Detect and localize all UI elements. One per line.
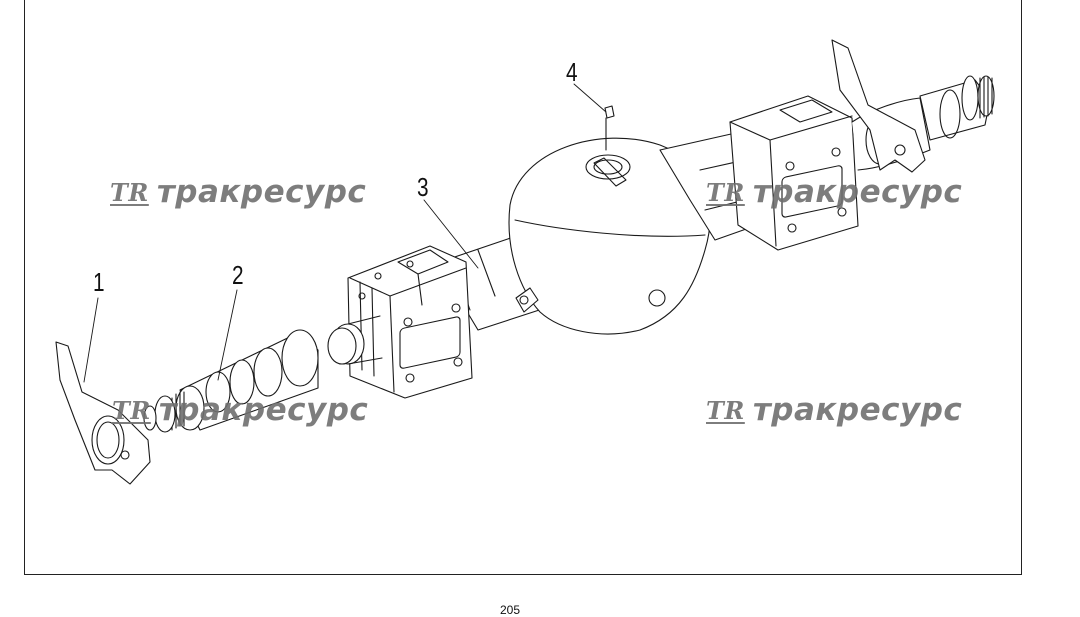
leader-lines — [83, 83, 607, 383]
brake-bracket — [55, 341, 151, 485]
plug — [604, 105, 615, 151]
tr-logo-icon: TR — [110, 177, 149, 207]
page-number: 205 — [500, 603, 521, 617]
watermark-bottom-right: TR тракресурс — [706, 392, 962, 428]
watermark-text: тракресурс — [156, 174, 367, 210]
tr-logo-icon: TR — [706, 177, 745, 207]
tr-logo-icon: TR — [112, 395, 151, 425]
watermark-top-right: TR тракресурс — [706, 174, 962, 210]
callout-2: 2 — [232, 260, 244, 290]
drawing-frame — [24, 0, 1022, 575]
callout-1: 1 — [93, 267, 105, 297]
tr-logo-icon: TR — [706, 395, 745, 425]
axle-housing — [327, 39, 995, 399]
callout-4: 4 — [566, 57, 578, 87]
watermark-top-left: TR тракресурс — [110, 174, 366, 210]
watermark-text: тракресурс — [752, 174, 963, 210]
half-shaft — [143, 329, 319, 433]
watermark-bottom-left: TR тракресурс — [112, 392, 368, 428]
callout-3: 3 — [417, 172, 429, 202]
watermark-text: тракресурс — [752, 392, 963, 428]
watermark-text: тракресурс — [158, 392, 369, 428]
